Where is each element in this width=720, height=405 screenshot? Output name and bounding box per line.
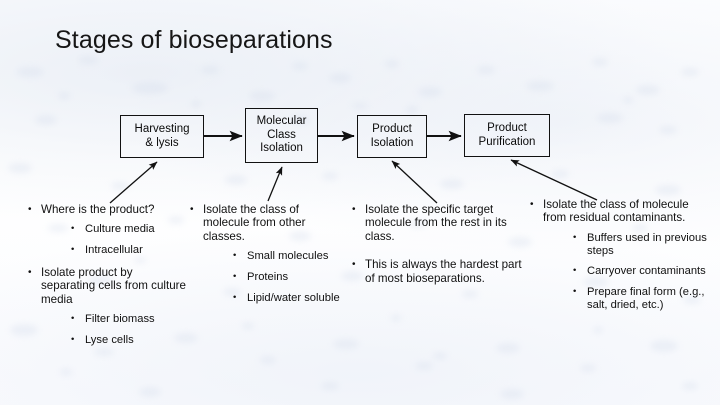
list-item: This is always the hardest part of most … bbox=[350, 258, 526, 285]
sub-bullet-list: Small molecules Proteins Lipid/water sol… bbox=[203, 250, 346, 304]
bullet-list: Isolate the specific target molecule fro… bbox=[350, 203, 526, 285]
notes-column-3: Isolate the specific target molecule fro… bbox=[350, 203, 526, 285]
sub-bullet-list: Buffers used in previous steps Carryover… bbox=[543, 232, 714, 312]
list-item: Culture media bbox=[68, 223, 188, 236]
bullet-text: Isolate product by separating cells from… bbox=[41, 266, 188, 306]
list-item: Isolate the class of molecule from resid… bbox=[528, 198, 714, 312]
list-item: Proteins bbox=[230, 271, 346, 284]
bullet-text: This is always the hardest part of most … bbox=[365, 258, 526, 285]
bullet-text: Isolate the specific target molecule fro… bbox=[365, 203, 526, 243]
list-item: Small molecules bbox=[230, 250, 346, 263]
arrow-col1-to-harvesting bbox=[109, 161, 158, 204]
bullet-list: Isolate the class of molecule from other… bbox=[188, 203, 346, 305]
list-item: Lipid/water soluble bbox=[230, 292, 346, 305]
bullet-list: Isolate the class of molecule from resid… bbox=[528, 198, 714, 312]
list-item: Intracellular bbox=[68, 244, 188, 257]
bullet-text: Isolate the class of molecule from other… bbox=[203, 203, 346, 243]
list-item: Lyse cells bbox=[68, 334, 188, 347]
list-item: Where is the product? Culture media Intr… bbox=[26, 203, 188, 257]
sub-bullet-list: Filter biomass Lyse cells bbox=[41, 313, 188, 347]
bullet-text: Isolate the class of molecule from resid… bbox=[543, 198, 714, 225]
list-item: Filter biomass bbox=[68, 313, 188, 326]
arrow-col2-to-molclass bbox=[267, 166, 283, 202]
bullet-list: Where is the product? Culture media Intr… bbox=[26, 203, 188, 347]
list-item: Isolate the specific target molecule fro… bbox=[350, 203, 526, 243]
list-item: Prepare final form (e.g., salt, dried, e… bbox=[570, 286, 714, 312]
arrow-col3-to-prodisol bbox=[391, 160, 438, 204]
list-item: Buffers used in previous steps bbox=[570, 232, 714, 258]
list-item: Isolate product by separating cells from… bbox=[26, 266, 188, 347]
flow-box-harvesting-label: Harvesting& lysis bbox=[134, 122, 190, 149]
notes-column-4: Isolate the class of molecule from resid… bbox=[528, 198, 714, 312]
slide-title: Stages of bioseparations bbox=[55, 26, 333, 54]
list-item: Carryover contaminants bbox=[570, 265, 714, 278]
arrow-col4-to-prodpur bbox=[510, 159, 598, 201]
notes-column-1: Where is the product? Culture media Intr… bbox=[26, 203, 188, 347]
sub-bullet-list: Culture media Intracellular bbox=[41, 223, 188, 257]
flow-box-harvesting[interactable]: Harvesting& lysis bbox=[120, 115, 204, 158]
notes-column-2: Isolate the class of molecule from other… bbox=[188, 203, 346, 305]
bullet-text: Where is the product? bbox=[41, 203, 188, 216]
list-item: Isolate the class of molecule from other… bbox=[188, 203, 346, 305]
